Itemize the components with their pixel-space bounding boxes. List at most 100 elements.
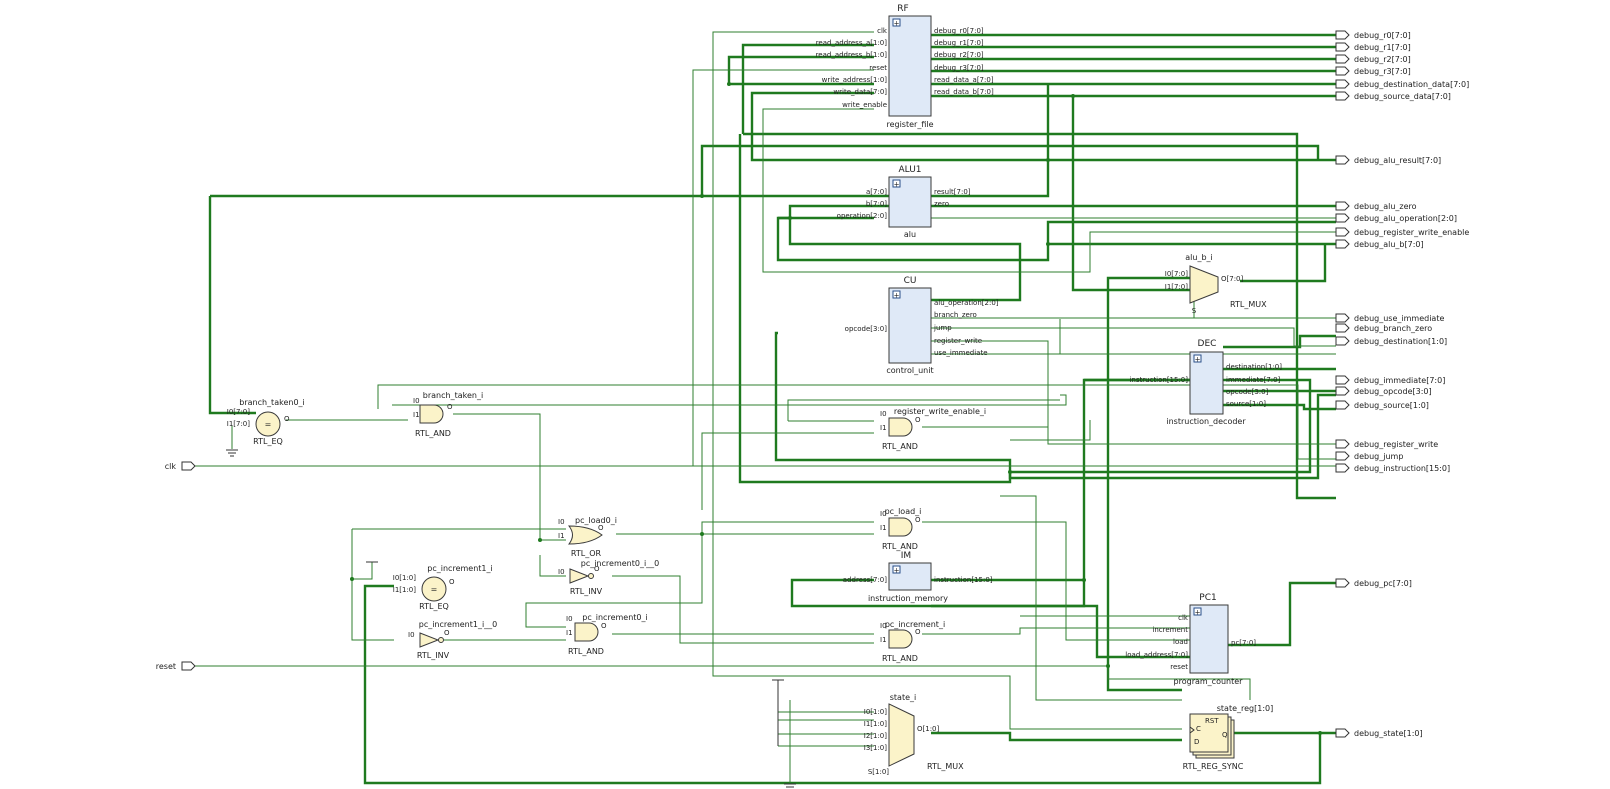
output-port-icon[interactable] xyxy=(1335,227,1350,237)
cu-out-2: jump xyxy=(933,324,952,332)
output-port-icon[interactable] xyxy=(1335,375,1350,385)
output-port-icon[interactable] xyxy=(1335,91,1350,101)
dec-in-0: instruction[15:0] xyxy=(1129,376,1188,384)
pc-load0-or[interactable]: pc_load0_i I0 I1 O RTL_OR xyxy=(558,516,617,558)
pc-load-body[interactable] xyxy=(888,517,913,537)
output-port-icon[interactable] xyxy=(1335,439,1350,449)
alu-b-mux-pin-s: S xyxy=(1192,307,1197,315)
output-port-icon[interactable] xyxy=(1335,313,1350,323)
output-port-label: debug_register_write_enable xyxy=(1354,228,1469,237)
output-port-icon[interactable] xyxy=(1335,386,1350,396)
output-port-icon[interactable] xyxy=(1335,54,1350,64)
register-file-block[interactable]: RF + clk read_address_a[1:0] read_addres… xyxy=(816,4,994,129)
cu-expand-icon[interactable] xyxy=(892,290,901,299)
pc-increment1-pin-i0: I0[1:0] xyxy=(393,574,417,582)
register-write-enable-pin-i1: I1 xyxy=(880,424,887,432)
pc-load0-pin-o: O xyxy=(598,524,604,532)
input-port-icon[interactable] xyxy=(181,461,196,471)
pc-increment-and[interactable]: pc_increment_i I0 I1 O RTL_AND xyxy=(880,620,945,663)
pc-increment-body[interactable] xyxy=(888,629,913,649)
pc-increment0-inv[interactable]: pc_increment0_i__0 I0 O RTL_INV xyxy=(558,559,659,596)
output-port-icon[interactable] xyxy=(1335,66,1350,76)
state-mux-pin-i0: I0[1:0] xyxy=(864,708,888,716)
im-body[interactable] xyxy=(888,562,932,591)
alu-b-mux-body[interactable] xyxy=(1189,265,1219,304)
cu-body[interactable] xyxy=(888,287,932,364)
state-reg-title: state_reg[1:0] xyxy=(1217,704,1274,713)
rf-body[interactable] xyxy=(888,15,932,117)
alu-in-1: b[7:0] xyxy=(866,200,887,208)
pc-body[interactable] xyxy=(1189,604,1229,674)
output-port-icon[interactable] xyxy=(1335,42,1350,52)
register-write-enable-and[interactable]: register_write_enable_i I0 I1 O RTL_AND xyxy=(880,407,986,451)
output-port-label: debug_use_immediate xyxy=(1354,314,1444,323)
pc-increment1-inv-type: RTL_INV xyxy=(417,651,450,660)
state-register[interactable]: state_reg[1:0] RST C D Q RTL_REG_SYNC xyxy=(1183,704,1274,771)
alu-b-mux[interactable]: alu_b_i I0[7:0] I1[7:0] O[7:0] S RTL_MUX xyxy=(1165,253,1267,315)
output-port-label: debug_source[1:0] xyxy=(1354,401,1429,410)
instruction-memory-block[interactable]: IM + address[7:0] instruction[15:0] inst… xyxy=(843,551,993,603)
branch-taken0-eq[interactable]: branch_taken0_i = I0[7:0] I1[7:0] O RTL_… xyxy=(227,398,305,446)
dec-expand-icon[interactable] xyxy=(1193,354,1202,363)
pc-increment1-inv-body[interactable] xyxy=(419,632,440,648)
register-write-enable-body[interactable] xyxy=(888,417,913,437)
pc-load0-title: pc_load0_i xyxy=(575,516,617,525)
output-port-icon[interactable] xyxy=(1335,336,1350,346)
output-port-icon[interactable] xyxy=(1335,79,1350,89)
input-reset-label: reset xyxy=(156,662,176,671)
pc-load-and[interactable]: pc_load_i I0 I1 O RTL_AND xyxy=(880,507,921,551)
im-expand-icon[interactable] xyxy=(892,565,901,574)
pc-expand-icon[interactable] xyxy=(1193,607,1202,616)
output-port-icon[interactable] xyxy=(1335,201,1350,211)
output-port-label: debug_instruction[15:0] xyxy=(1354,464,1450,473)
alu-b-mux-pin-i1: I1[7:0] xyxy=(1165,283,1189,291)
branch-taken0-pin-i0: I0[7:0] xyxy=(227,408,251,416)
register-write-enable-title: register_write_enable_i xyxy=(894,407,986,416)
control-unit-block[interactable]: CU + opcode[3:0] alu_operation[2:0] bran… xyxy=(845,276,999,375)
rf-in-2: read_address_b[1:0] xyxy=(816,51,888,59)
rf-in-0: clk xyxy=(877,27,888,35)
state-mux-title: state_i xyxy=(890,693,917,702)
output-port-icon[interactable] xyxy=(1335,30,1350,40)
pc-increment0-body[interactable] xyxy=(574,622,599,642)
output-port-icon[interactable] xyxy=(1335,451,1350,461)
pc-in-0: clk xyxy=(1178,614,1189,622)
output-port-icon[interactable] xyxy=(1335,578,1350,588)
output-port-icon[interactable] xyxy=(1335,400,1350,410)
output-port-icon[interactable] xyxy=(1335,213,1350,223)
pc-increment1-body[interactable] xyxy=(421,576,447,602)
rf-out-5: read_data_b[7:0] xyxy=(934,88,994,96)
input-ports: clk reset xyxy=(156,461,196,671)
pc-increment0-inv-body[interactable] xyxy=(569,568,590,584)
pc-title: PC1 xyxy=(1199,593,1216,603)
branch-taken-body[interactable] xyxy=(419,404,444,424)
input-port-icon[interactable] xyxy=(181,661,196,671)
decoder-block[interactable]: DEC + instruction[15:0] destination[1:0]… xyxy=(1129,339,1282,426)
cu-out-3: register_write xyxy=(934,337,982,345)
pc-increment0-and[interactable]: pc_increment0_i I0 I1 O RTL_AND xyxy=(566,613,648,656)
alu-expand-icon[interactable] xyxy=(892,179,901,188)
branch-taken0-body[interactable] xyxy=(255,411,281,437)
alu-block[interactable]: ALU1 + a[7:0] b[7:0] operation[2:0] resu… xyxy=(837,165,971,239)
rf-out-3: debug_r3[7:0] xyxy=(934,64,984,72)
state-mux[interactable]: state_i I0[1:0] I1[1:0] I2[1:0] I3[1:0] … xyxy=(864,693,964,776)
program-counter-block[interactable]: PC1 + clk increment load load_address[7:… xyxy=(1125,593,1256,686)
rf-expand-icon[interactable] xyxy=(892,18,901,27)
output-port-icon[interactable] xyxy=(1335,728,1350,738)
output-port-icon[interactable] xyxy=(1335,323,1350,333)
output-port-icon[interactable] xyxy=(1335,463,1350,473)
state-reg-pin-d: D xyxy=(1194,738,1199,746)
output-port-label: debug_alu_zero xyxy=(1354,202,1417,211)
pc-load0-body[interactable] xyxy=(567,525,603,545)
output-port-icon[interactable] xyxy=(1335,155,1350,165)
branch-taken-and[interactable]: branch_taken_i I0 I1 O RTL_AND xyxy=(413,391,483,438)
state-mux-pin-i1: I1[1:0] xyxy=(864,720,888,728)
state-mux-body[interactable] xyxy=(888,703,915,767)
rf-out-1: debug_r1[7:0] xyxy=(934,39,984,47)
pc-name: program_counter xyxy=(1174,677,1244,686)
dec-out-3: source[1:0] xyxy=(1226,400,1266,408)
pc-increment1-eq[interactable]: pc_increment1_i = I0[1:0] I1[1:0] O RTL_… xyxy=(393,564,493,611)
output-port-icon[interactable] xyxy=(1335,239,1350,249)
rf-in-1: read_address_a[1:0] xyxy=(816,39,888,47)
pc-increment1-inv[interactable]: pc_increment1_i__0 I0 O RTL_INV xyxy=(408,620,497,660)
